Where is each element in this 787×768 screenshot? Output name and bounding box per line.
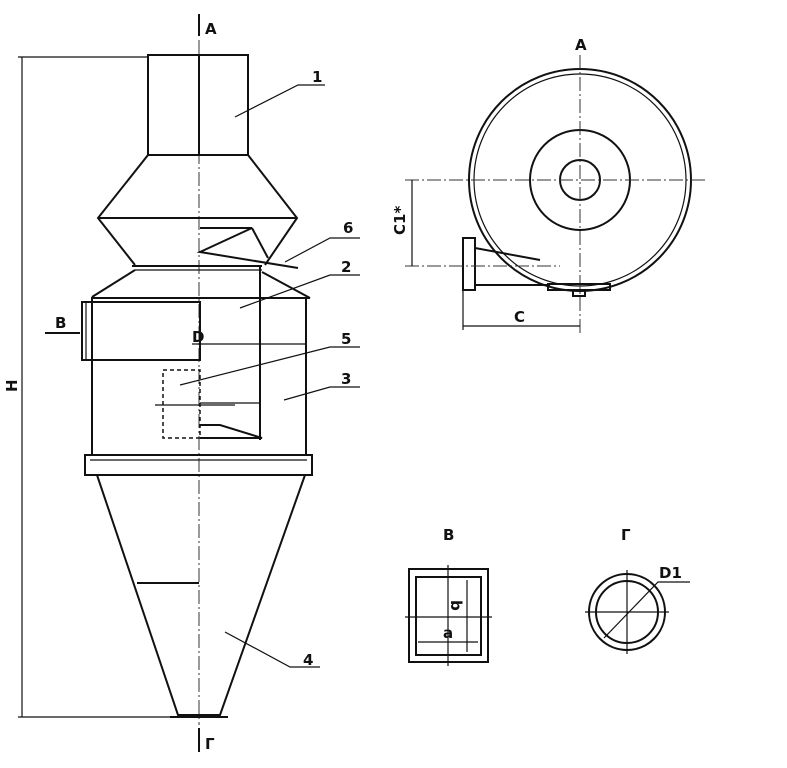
lower-cone xyxy=(96,474,306,716)
section-g-label: Г xyxy=(205,735,215,753)
inlet-arrow-label: B xyxy=(55,314,66,332)
upper-cone-right xyxy=(247,154,299,266)
inlet-view: В b a xyxy=(405,526,492,666)
d1-label: D1 xyxy=(659,564,682,582)
part-5-box xyxy=(162,369,201,439)
height-dimension: H xyxy=(3,56,178,718)
part-1-label: 1 xyxy=(312,68,322,86)
part-2-label: 2 xyxy=(341,258,351,276)
c1-label: C1* xyxy=(391,206,409,235)
b-label: b xyxy=(447,600,465,611)
inlet-view-label: В xyxy=(443,526,454,544)
inlet-flange xyxy=(462,237,476,291)
part-6-label: 6 xyxy=(343,219,353,237)
a-label: a xyxy=(443,624,453,642)
section-a-label: A xyxy=(205,20,217,38)
part-5-label: 5 xyxy=(341,330,351,348)
flange xyxy=(84,454,313,476)
c-label: C xyxy=(514,308,525,326)
top-view-label: A xyxy=(575,36,587,54)
diameter-label: D xyxy=(192,328,204,346)
outlet-view: Г D1 xyxy=(585,526,690,654)
upper-cone-left xyxy=(96,154,149,266)
dim-h-label: H xyxy=(3,379,21,392)
front-elevation xyxy=(81,14,313,752)
part-4-label: 4 xyxy=(303,651,313,669)
outlet-view-label: Г xyxy=(621,526,631,544)
part-3-label: 3 xyxy=(341,370,351,388)
inlet-box xyxy=(81,301,201,361)
top-view: A C1* C xyxy=(391,36,705,335)
part-leaders xyxy=(45,84,360,668)
